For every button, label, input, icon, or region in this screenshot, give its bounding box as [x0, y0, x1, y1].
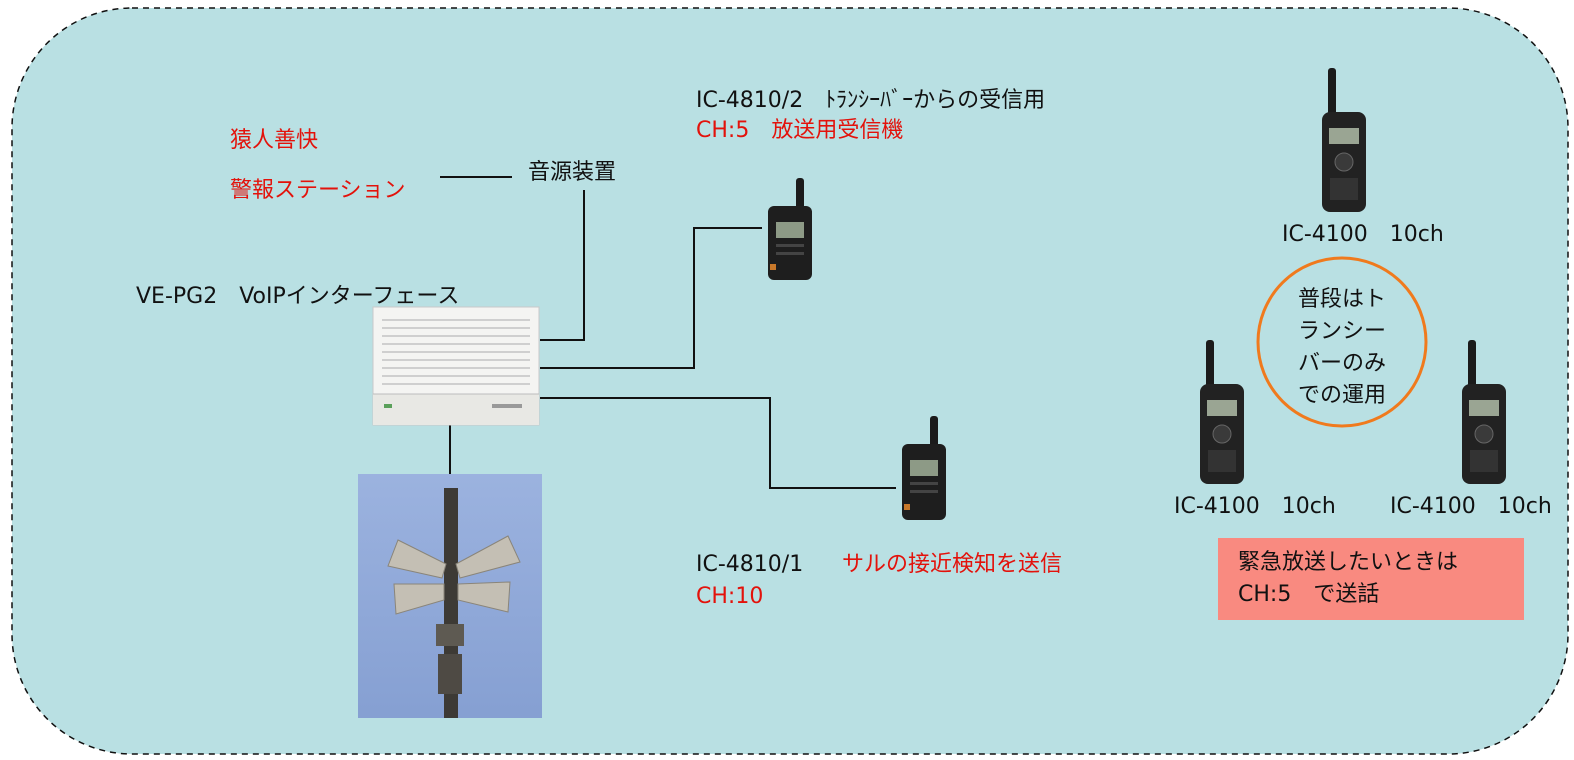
transceiver-top-label: IC-4100 10ch [1282, 222, 1444, 247]
transceiver-top-icon [1322, 68, 1366, 212]
interface-label: VE-PG2 VoIPインターフェース [136, 284, 460, 309]
circle-note-text: 普段はト ランシー バーのみ での運用 [1297, 287, 1386, 408]
emergency-box: 緊急放送したいときは CH:5 で送話 [1218, 538, 1524, 620]
speaker-pole-photo [358, 474, 542, 718]
connector-lines [440, 176, 896, 489]
radio-receiver-icon [768, 178, 812, 280]
note-circle [1256, 256, 1428, 428]
sound-source-label: 音源装置 [528, 160, 617, 185]
voip-interface-box [372, 306, 540, 426]
emergency-line-1: 緊急放送したいときは [1238, 550, 1459, 575]
emergency-line-2: CH:5 で送話 [1238, 582, 1380, 607]
transceiver-left-icon [1200, 340, 1244, 484]
receiver-model-label: IC-4810/2 ﾄﾗﾝｼｰﾊﾞｰからの受信用 [696, 88, 1046, 113]
radio-sender-icon [902, 416, 946, 520]
sender-channel-label: CH:10 [696, 584, 764, 609]
transceiver-left-label: IC-4100 10ch [1174, 494, 1336, 519]
receiver-channel-label: CH:5 放送用受信機 [696, 118, 904, 143]
transceiver-right-label: IC-4100 10ch [1390, 494, 1552, 519]
title-line-1: 猿人善快 [230, 128, 319, 153]
sender-model-label: IC-4810/1 [696, 552, 804, 577]
title-line-2: 警報ステーション [230, 178, 406, 203]
sender-purpose-label: サルの接近検知を送信 [842, 552, 1063, 577]
transceiver-right-icon [1462, 340, 1506, 484]
